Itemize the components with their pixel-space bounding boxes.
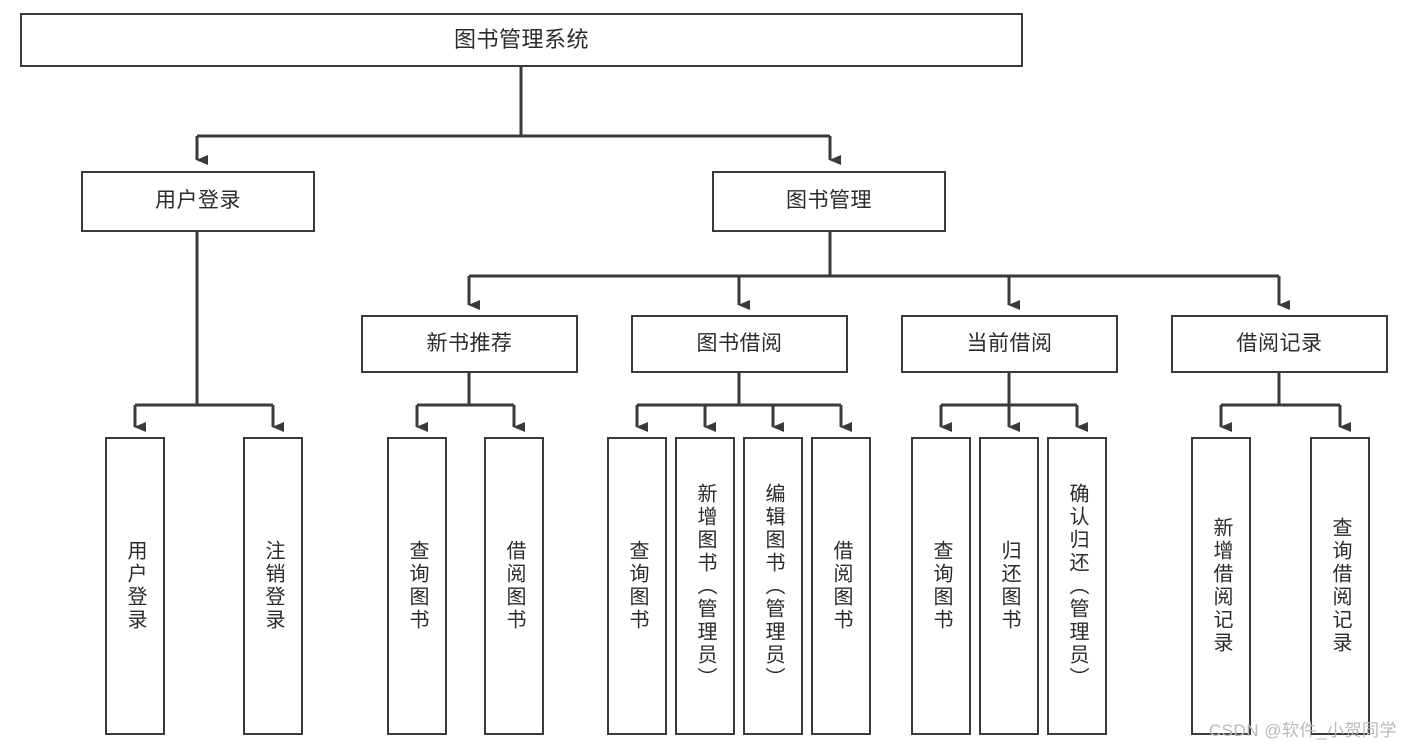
- node-label: 图书管理: [786, 189, 872, 213]
- node-label: 新增借阅记录: [1210, 517, 1232, 655]
- node-label: 查询图书: [406, 540, 428, 632]
- node-leaf-logout-login[interactable]: 注销登录: [243, 437, 303, 735]
- node-label: 查询借阅记录: [1329, 517, 1351, 655]
- node-label: 当前借阅: [966, 331, 1053, 355]
- node-leaf-edit-book[interactable]: 编辑图书（管理员）: [743, 437, 803, 735]
- node-label: 图书借阅: [696, 331, 783, 355]
- node-leaf-query-book-1[interactable]: 查询图书: [387, 437, 447, 735]
- node-leaf-borrow-book-2[interactable]: 借阅图书: [811, 437, 871, 735]
- node-book-borrow[interactable]: 图书借阅: [631, 315, 848, 373]
- node-leaf-user-login[interactable]: 用户登录: [105, 437, 165, 735]
- node-leaf-confirm-return[interactable]: 确认归还（管理员）: [1047, 437, 1107, 735]
- node-label: 查询图书: [930, 540, 952, 632]
- node-label: 用户登录: [155, 189, 241, 213]
- watermark-text: CSDN @软件_小贺同学: [1208, 721, 1397, 740]
- node-borrow-record[interactable]: 借阅记录: [1171, 315, 1388, 373]
- node-label: 新书推荐: [426, 331, 513, 355]
- node-label: 新增图书（管理员）: [694, 482, 716, 690]
- node-leaf-add-book[interactable]: 新增图书（管理员）: [675, 437, 735, 735]
- node-current-borrow[interactable]: 当前借阅: [901, 315, 1118, 373]
- node-leaf-borrow-book-1[interactable]: 借阅图书: [484, 437, 544, 735]
- node-label: 借阅图书: [830, 540, 852, 632]
- node-label: 借阅图书: [503, 540, 525, 632]
- node-book-management[interactable]: 图书管理: [712, 171, 946, 232]
- node-leaf-query-record[interactable]: 查询借阅记录: [1310, 437, 1370, 735]
- node-label: 用户登录: [124, 540, 146, 632]
- node-leaf-add-record[interactable]: 新增借阅记录: [1191, 437, 1251, 735]
- node-new-book-recommend[interactable]: 新书推荐: [361, 315, 578, 373]
- node-label: 借阅记录: [1236, 331, 1323, 355]
- node-user-login[interactable]: 用户登录: [81, 171, 315, 232]
- node-leaf-return-book[interactable]: 归还图书: [979, 437, 1039, 735]
- node-leaf-query-book-2[interactable]: 查询图书: [607, 437, 667, 735]
- node-label: 确认归还（管理员）: [1066, 482, 1088, 690]
- node-label: 注销登录: [262, 540, 284, 632]
- node-label: 归还图书: [998, 540, 1020, 632]
- node-root-system[interactable]: 图书管理系统: [20, 13, 1023, 67]
- node-label: 编辑图书（管理员）: [762, 482, 784, 690]
- node-label: 查询图书: [626, 540, 648, 632]
- node-label: 图书管理系统: [453, 27, 589, 53]
- node-leaf-query-book-3[interactable]: 查询图书: [911, 437, 971, 735]
